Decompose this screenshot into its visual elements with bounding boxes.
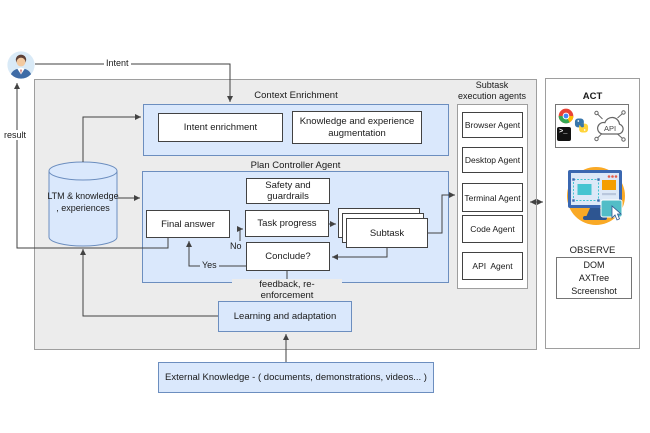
plan-controller-title: Plan Controller Agent xyxy=(250,160,341,171)
python-icon xyxy=(574,118,589,133)
final-answer-box: Final answer xyxy=(146,210,230,238)
computer-monitor-icon xyxy=(567,167,625,225)
safety-guardrails-box: Safety and guardrails xyxy=(246,178,330,204)
act-title: ACT xyxy=(582,91,603,102)
task-progress-box: Task progress xyxy=(245,210,329,237)
chrome-icon xyxy=(558,108,574,124)
feedback-label: feedback, re-enforcement xyxy=(232,279,342,301)
terminal-agent-box: Terminal Agent xyxy=(462,183,523,212)
api-cloud-icon: API xyxy=(594,110,626,142)
subtask-agents-title: Subtask execution agents xyxy=(457,80,527,101)
api-cloud-label: API xyxy=(604,124,616,133)
ltm-label-line2: , experiences xyxy=(56,203,110,213)
api-agent-box: API Agent xyxy=(462,252,523,280)
conclude-box: Conclude? xyxy=(246,242,330,271)
subtask-box: Subtask xyxy=(346,218,428,248)
observe-item-axtree: AXTree xyxy=(578,272,610,283)
observe-item-dom: DOM xyxy=(583,259,605,270)
ltm-label: LTM & knowledge , experiences xyxy=(44,190,122,214)
observe-title: OBSERVE xyxy=(569,245,616,256)
learning-adaptation-box: Learning and adaptation xyxy=(218,301,352,332)
desktop-agent-box: Desktop Agent xyxy=(462,147,523,173)
intent-enrichment-box: Intent enrichment xyxy=(158,113,283,142)
observe-item-screenshot: Screenshot xyxy=(571,285,617,296)
code-agent-box: Code Agent xyxy=(462,215,523,243)
terminal-icon: >_ xyxy=(557,127,571,141)
external-knowledge-box: External Knowledge - ( documents, demons… xyxy=(158,362,434,393)
no-label: No xyxy=(228,241,244,251)
cursor-icon xyxy=(611,205,623,221)
knowledge-augmentation-box: Knowledge and experience augmentation xyxy=(292,111,422,144)
yes-label: Yes xyxy=(200,260,219,270)
browser-agent-box: Browser Agent xyxy=(462,112,523,138)
user-avatar-icon xyxy=(7,51,35,79)
observe-output-box: DOM AXTree Screenshot xyxy=(556,257,632,299)
context-enrichment-title: Context Enrichment xyxy=(254,90,338,101)
result-label: result xyxy=(2,130,29,140)
ltm-label-line1: LTM & knowledge xyxy=(47,191,119,201)
intent-label: Intent xyxy=(104,58,131,68)
